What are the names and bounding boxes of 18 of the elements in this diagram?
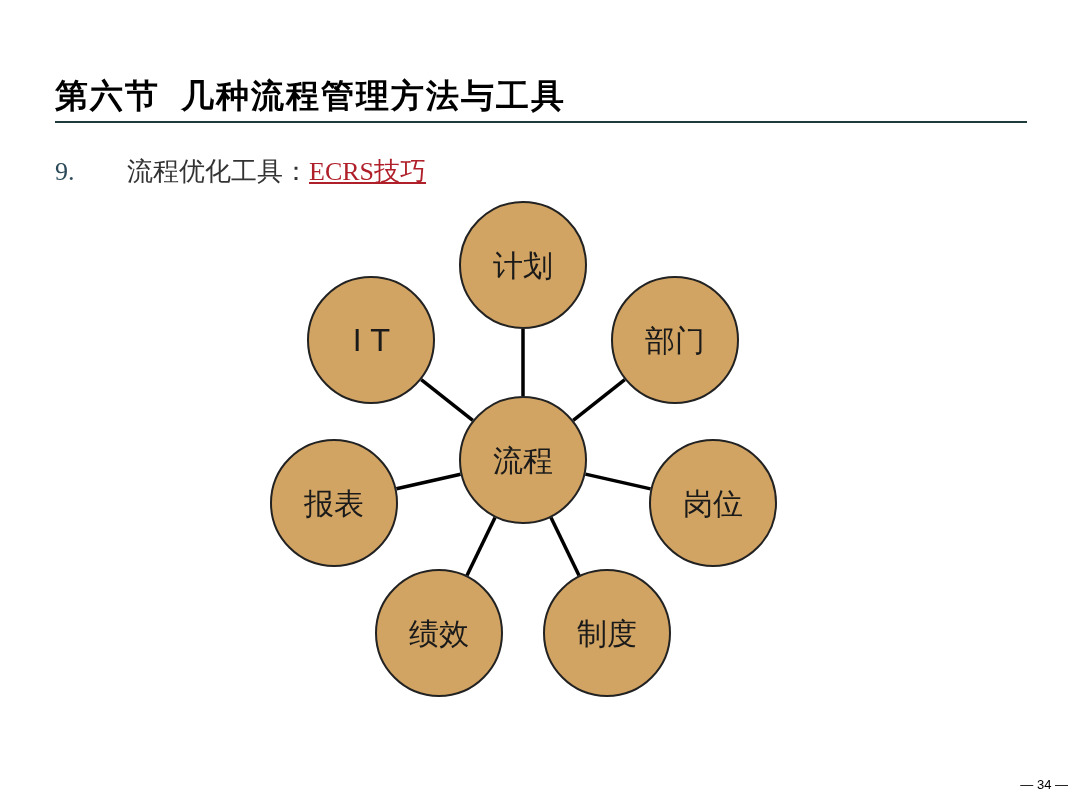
node-label: 报表 [304, 484, 364, 523]
node-label: 岗位 [683, 484, 743, 523]
node-label: 计划 [493, 246, 553, 285]
subtitle-link: ECRS技巧 [309, 156, 427, 188]
connector-line [572, 378, 626, 422]
connector-line [465, 516, 497, 577]
subtitle-text: 流程优化工具： [127, 156, 309, 188]
connector-line [420, 378, 474, 422]
page-number: — 34 — [1020, 776, 1068, 794]
node-label: 制度 [577, 614, 637, 653]
node-label: 流程 [493, 441, 553, 480]
node-label: I T [352, 321, 390, 360]
item-number: 9. [55, 156, 76, 188]
node-label: 部门 [645, 321, 705, 360]
connector-line [549, 516, 581, 577]
connector-line [521, 329, 525, 396]
node-label: 绩效 [409, 614, 469, 653]
slide-title: 第六节 几种流程管理方法与工具 [55, 77, 566, 116]
